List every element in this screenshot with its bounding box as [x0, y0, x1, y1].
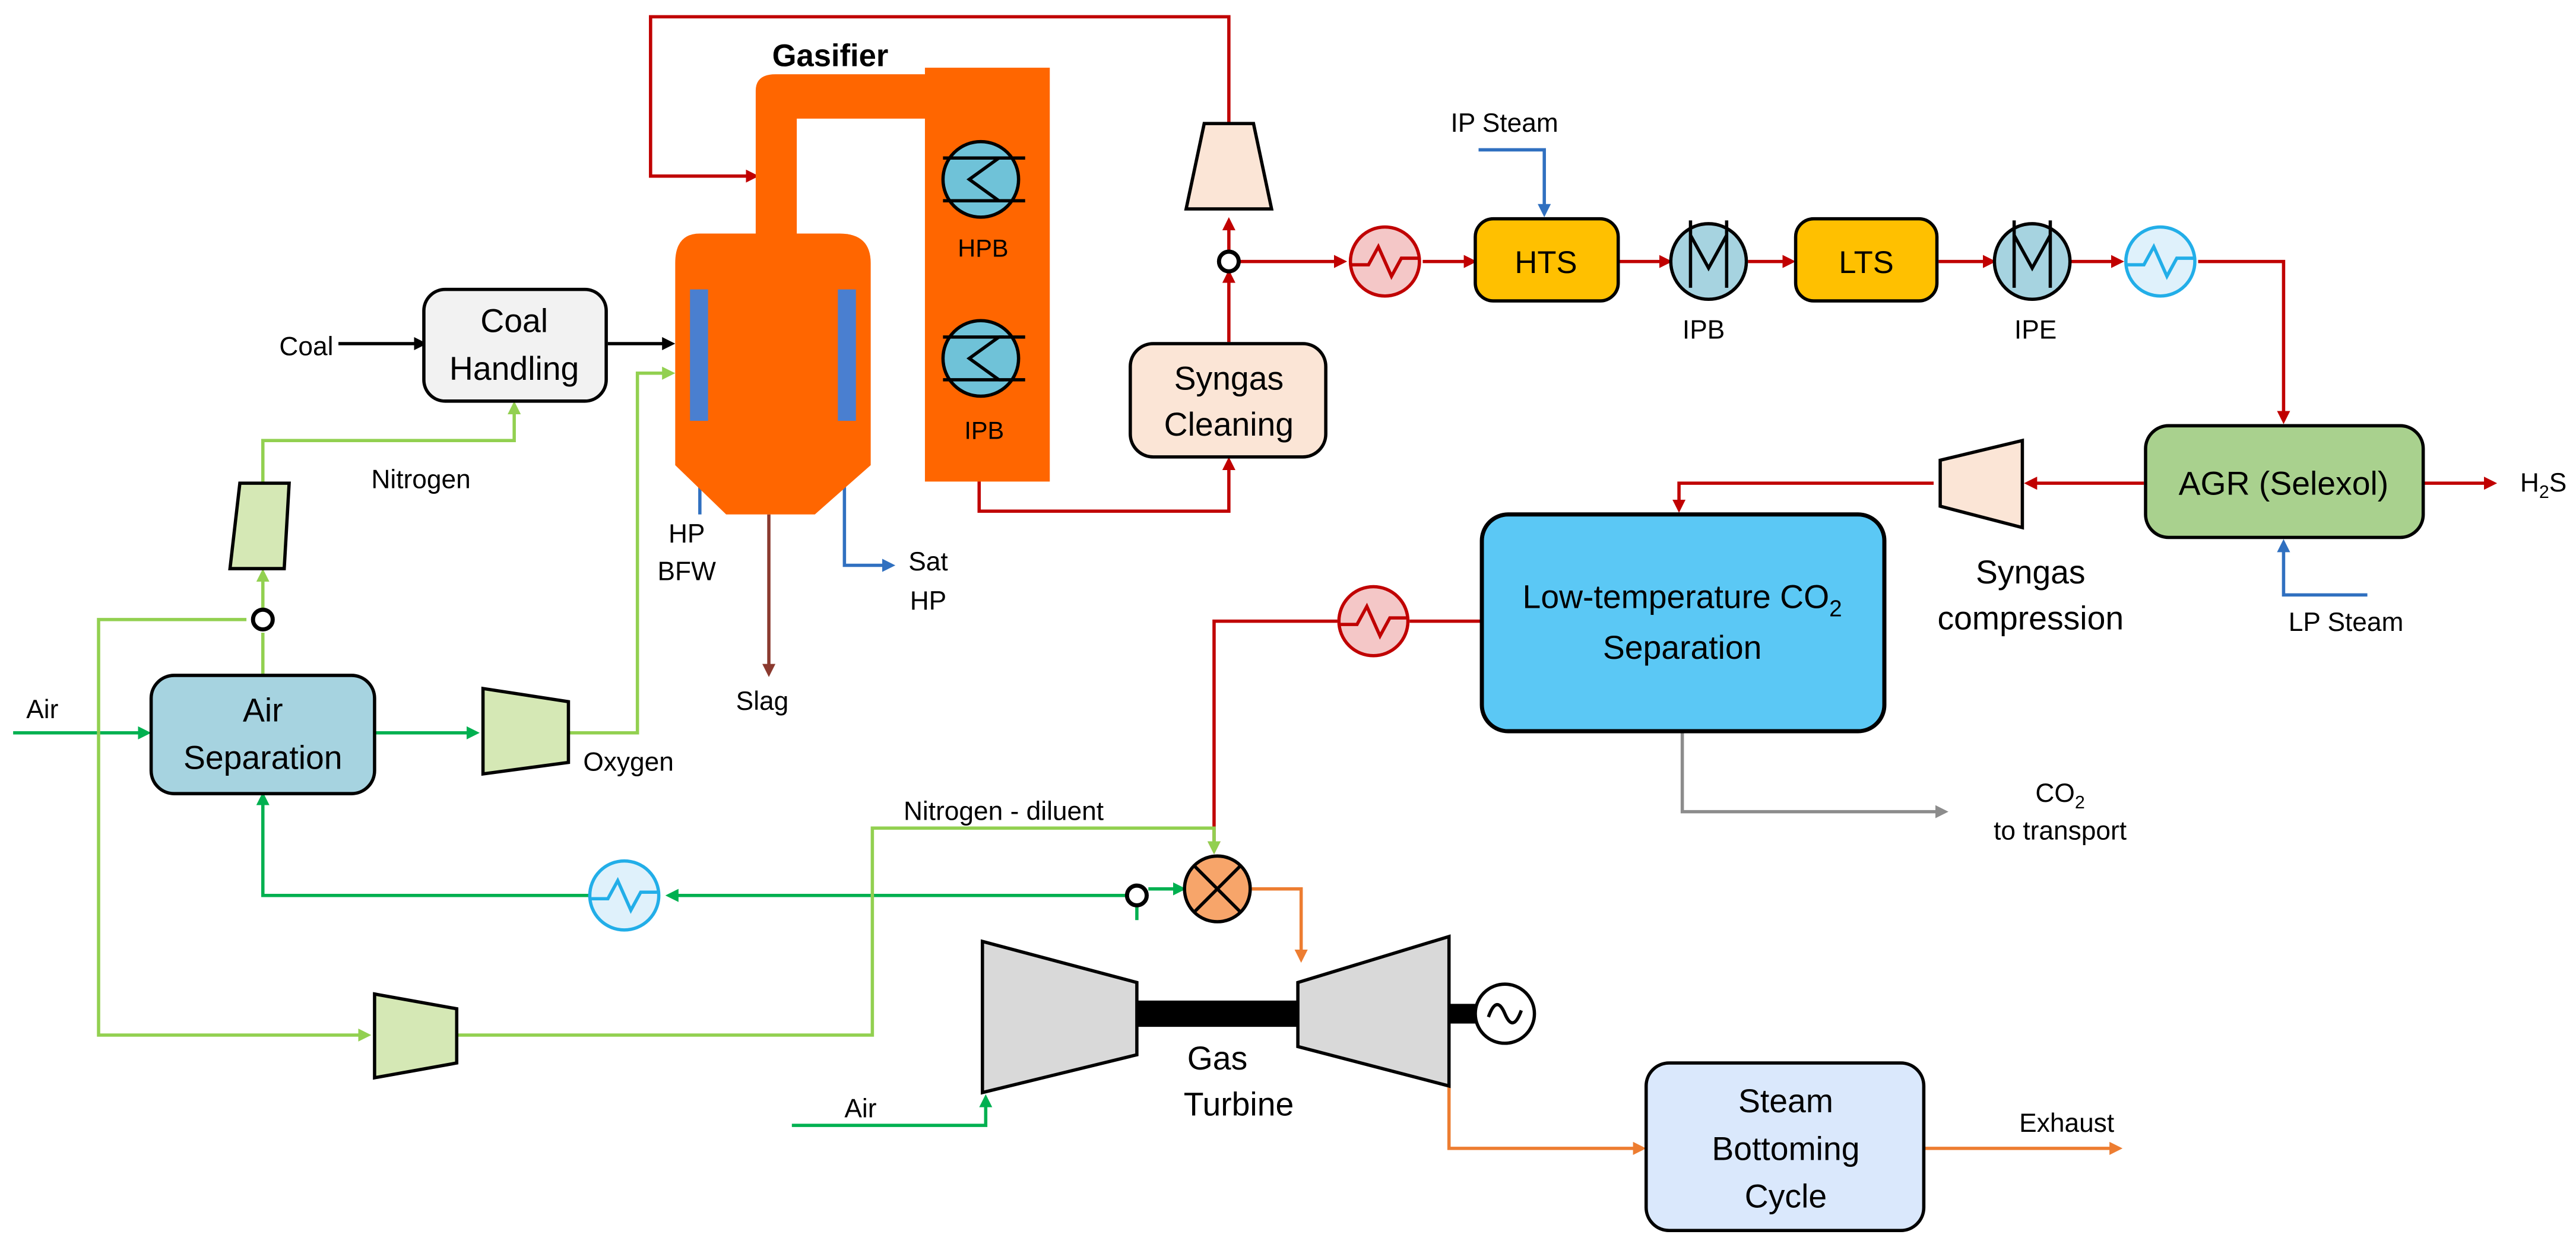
gas-turbine-label-2: Turbine: [1184, 1086, 1294, 1123]
ipb-gasifier-label: IPB: [964, 416, 1004, 444]
syngas-cooler-1: [1348, 225, 1421, 298]
gt-turbine: [1296, 934, 1451, 1088]
lts-label: LTS: [1839, 245, 1893, 280]
co2-out-label-1: CO2: [2035, 779, 2084, 813]
nitrogen-label: Nitrogen: [371, 465, 470, 494]
ip-steam-label: IP Steam: [1450, 109, 1558, 138]
exhaust-label: Exhaust: [2019, 1109, 2114, 1138]
co2-out-label-2: to transport: [1994, 817, 2127, 846]
air-separation-label-2: Separation: [183, 740, 343, 776]
syngas-cleaning-box: [1129, 342, 1327, 459]
syngas-compression-label-2: compression: [1937, 599, 2124, 636]
combustor-to-turbine-line: [1251, 887, 1308, 963]
syngas-compressor: [1938, 438, 2024, 530]
syngas-cleaning-label-1: Syngas: [1174, 360, 1284, 396]
compressor-to-co2-sep-line: [1672, 481, 1934, 513]
lts-box: [1794, 217, 1939, 303]
steam-cycle-label-1: Steam: [1738, 1083, 1833, 1119]
diluent-compressor-out-line: [457, 826, 1221, 1037]
gt-shaft: [1136, 1000, 1298, 1027]
sat-hp-label-1: Sat: [908, 547, 948, 576]
slag-label: Slag: [736, 687, 789, 716]
air-separation-box: [149, 674, 376, 795]
hpb-label: HPB: [958, 234, 1008, 262]
co2-separation-label-2: Separation: [1603, 629, 1762, 666]
recycle-syngas-line: [649, 15, 1231, 183]
co2-out-line: [1680, 731, 1948, 818]
gasifier-to-cleaning-line: [977, 456, 1235, 513]
nitrogen-compressor: [228, 481, 291, 570]
gt-air-label: Air: [844, 1094, 876, 1123]
coal-handling-label-1: Coal: [480, 303, 548, 339]
syngas-cooler-2: [2124, 225, 2197, 298]
ip-steam-line: [1478, 148, 1551, 217]
recycle-compressor: [1184, 122, 1274, 211]
oxygen-label: Oxygen: [583, 747, 674, 776]
steam-cycle-label-3: Cycle: [1745, 1178, 1827, 1215]
cooler-to-asu-line: [256, 792, 593, 897]
fuel-heater: [1337, 585, 1410, 658]
co2-separation-label-1: Low-temperature CO2: [1523, 578, 1842, 621]
generator-icon: [1474, 982, 1536, 1045]
nitrogen-to-coal-handling-line: [261, 401, 521, 484]
air-in-label: Air: [26, 695, 58, 724]
air-bypass-line: [97, 618, 247, 733]
gas-turbine-label-1: Gas: [1187, 1040, 1247, 1077]
h2s-label: H2S: [2520, 468, 2567, 502]
nitrogen-split-junction: [251, 607, 275, 631]
syngas-cleaning-label-2: Cleaning: [1164, 406, 1294, 443]
air-bypass-down-line: [97, 732, 372, 1042]
syngas-compression-label-1: Syngas: [1976, 554, 2086, 591]
gasifier: [675, 68, 1050, 515]
hpb-exchanger: [941, 139, 1025, 219]
ipb-label: IPB: [1683, 316, 1725, 345]
combustor: [1183, 854, 1252, 924]
agr-box: [2144, 424, 2425, 540]
generator-shaft: [1449, 1004, 1475, 1024]
co2-separation-box: [1479, 512, 1887, 734]
coal-handling-label-2: Handling: [449, 350, 579, 387]
oxygen-compressor: [481, 686, 571, 776]
asu-air-cooler: [588, 859, 661, 932]
ipe-label: IPE: [2014, 316, 2057, 345]
hp-bfw-label-2: BFW: [658, 557, 717, 586]
lp-steam-label: LP Steam: [2289, 608, 2404, 637]
steam-bottoming-cycle-box: [1644, 1061, 1926, 1233]
hp-bfw-label-1: HP: [668, 519, 705, 548]
oxygen-to-gasifier-line: [568, 366, 676, 735]
ipb-gasifier-exchanger: [941, 319, 1025, 398]
gt-air-in-line: [791, 1094, 993, 1127]
gt-compressor: [981, 939, 1139, 1095]
lp-steam-line: [2277, 539, 2368, 597]
steam-cycle-label-2: Bottoming: [1712, 1130, 1859, 1167]
syngas-split-junction: [1216, 249, 1241, 274]
cooler-to-agr-line: [2198, 259, 2290, 424]
sat-hp-label-2: HP: [910, 586, 947, 615]
air-separation-label-1: Air: [243, 691, 283, 728]
diluent-compressor: [373, 992, 459, 1080]
hts-label: HTS: [1514, 245, 1577, 280]
coal-label: Coal: [279, 332, 333, 361]
turbine-to-steam-cycle-line: [1447, 1084, 1646, 1155]
gt-air-bleed-junction: [1124, 883, 1149, 907]
coal-handling-box: [422, 287, 608, 403]
ipb-exchanger: [1669, 220, 1748, 302]
ipe-exchanger: [1992, 220, 2072, 302]
hts-box: [1474, 217, 1620, 303]
agr-label: AGR (Selexol): [2179, 465, 2389, 502]
gasifier-label: Gasifier: [772, 38, 889, 73]
heater-to-combustor-line: [1207, 619, 1338, 855]
nitrogen-diluent-label: Nitrogen - diluent: [904, 796, 1104, 826]
